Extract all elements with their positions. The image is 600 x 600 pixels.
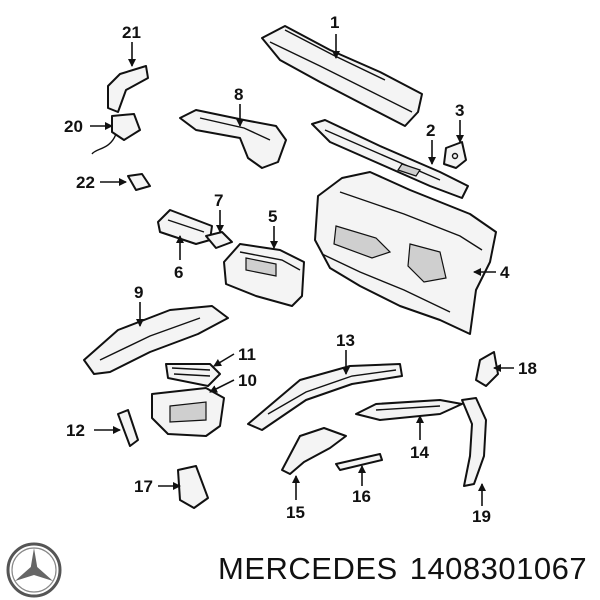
part-19-hose	[461, 397, 487, 487]
part-13-cross-member	[247, 363, 403, 431]
part-10-blower-housing	[151, 387, 225, 437]
part-9-duct	[83, 305, 229, 375]
part-number: 1408301067	[409, 551, 588, 586]
callout-20: 20	[64, 117, 83, 136]
part-15-lower-duct	[281, 427, 347, 475]
callout-4: 4	[500, 263, 510, 282]
callout-9: 9	[134, 283, 143, 302]
brand-name: MERCEDES	[218, 551, 398, 586]
part-17-vent	[177, 465, 209, 509]
callout-16: 16	[352, 487, 371, 506]
part-4-firewall-panel	[314, 171, 497, 335]
part-12-bracket	[117, 409, 139, 447]
callout-18: 18	[518, 359, 537, 378]
mercedes-star-icon	[6, 542, 62, 598]
callout-13: 13	[336, 331, 355, 350]
callout-5: 5	[268, 207, 277, 226]
callout-21: 21	[122, 23, 141, 42]
callout-6: 6	[174, 263, 183, 282]
part-1-cowl-panel	[261, 25, 423, 127]
part-3-bracket	[443, 141, 467, 169]
callout-1: 1	[330, 13, 339, 32]
callout-10: 10	[238, 371, 257, 390]
part-6-duct	[157, 209, 213, 245]
callout-3: 3	[455, 101, 464, 120]
callout-22: 22	[76, 173, 95, 192]
callout-7: 7	[214, 191, 223, 210]
part-5-heater-box	[223, 243, 305, 307]
callout-14: 14	[410, 443, 429, 462]
part-18-hose-end	[475, 351, 499, 387]
callout-2: 2	[426, 121, 435, 140]
callout-15: 15	[286, 503, 305, 522]
part-22-clip	[127, 173, 151, 191]
callout-11: 11	[238, 345, 256, 364]
part-20-sensor	[91, 113, 141, 155]
part-14-trim	[355, 399, 463, 421]
footer-caption: MERCEDES 1408301067	[218, 551, 599, 587]
part-21-tube	[107, 65, 149, 113]
leader-lines	[90, 34, 514, 506]
callout-labels: 1 2 3 4 5 6 7 8 9 10 11 12 13 14 15 16 1…	[64, 13, 537, 526]
callout-12: 12	[66, 421, 85, 440]
callout-8: 8	[234, 85, 243, 104]
part-8-air-inlet	[179, 109, 287, 169]
part-2-cowl-strip	[311, 119, 469, 199]
part-7-seal	[205, 231, 233, 249]
callout-19: 19	[472, 507, 491, 526]
callout-17: 17	[134, 477, 153, 496]
part-11-filter	[165, 363, 221, 387]
part-16-strip	[335, 453, 383, 471]
